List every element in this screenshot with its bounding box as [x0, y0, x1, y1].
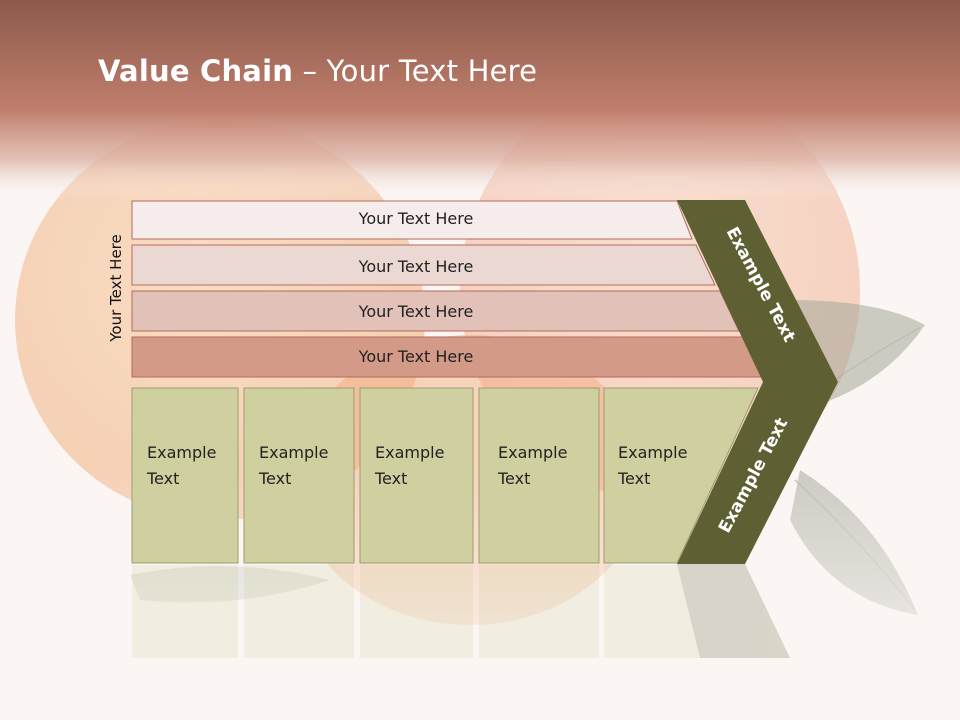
column-3-shape: [359, 387, 474, 564]
column-3: Example Text: [359, 387, 474, 564]
title-bold: Value Chain: [98, 54, 294, 88]
column-5-shape: [603, 387, 759, 564]
column-4-line2: Text: [497, 469, 530, 488]
column-4-shape: [478, 387, 600, 564]
row-2: Your Text Here: [131, 244, 716, 286]
reflection-column-5: [604, 565, 715, 658]
page-title: Value Chain – Your Text Here: [98, 54, 537, 88]
column-2: Example Text: [243, 387, 355, 564]
title-rest: – Your Text Here: [293, 54, 538, 88]
row-1: Your Text Here: [131, 200, 693, 240]
row-3: Your Text Here: [131, 290, 740, 332]
row-4-label: Your Text Here: [358, 347, 474, 366]
reflection-column-1: [132, 565, 238, 658]
column-1-shape: [131, 387, 239, 564]
reflection-chevron: [677, 564, 790, 658]
row-1-shape: [131, 200, 693, 240]
reflection-column-2: [244, 565, 354, 658]
reflection-column-4: [479, 565, 599, 658]
chevron-shape: [677, 200, 838, 564]
row-3-label: Your Text Here: [358, 302, 474, 321]
reflection: [132, 564, 790, 658]
column-5: Example Text: [603, 387, 759, 564]
column-4: Example Text: [478, 387, 600, 564]
row-1-label: Your Text Here: [358, 209, 474, 228]
reflection-column-3: [360, 565, 473, 658]
row-4: Your Text Here: [131, 336, 764, 378]
column-2-shape: [243, 387, 355, 564]
column-3-line2: Text: [374, 469, 407, 488]
column-1: Example Text: [131, 387, 239, 564]
column-5-line1: Example: [618, 443, 687, 462]
column-2-line1: Example: [259, 443, 328, 462]
column-3-line1: Example: [375, 443, 444, 462]
side-label: Your Text Here: [107, 234, 125, 342]
column-1-line2: Text: [146, 469, 179, 488]
column-1-line1: Example: [147, 443, 216, 462]
column-2-line2: Text: [258, 469, 291, 488]
column-5-line2: Text: [617, 469, 650, 488]
row-2-label: Your Text Here: [358, 257, 474, 276]
row-2-shape: [131, 244, 716, 286]
header-band: [0, 0, 960, 200]
column-4-line1: Example: [498, 443, 567, 462]
